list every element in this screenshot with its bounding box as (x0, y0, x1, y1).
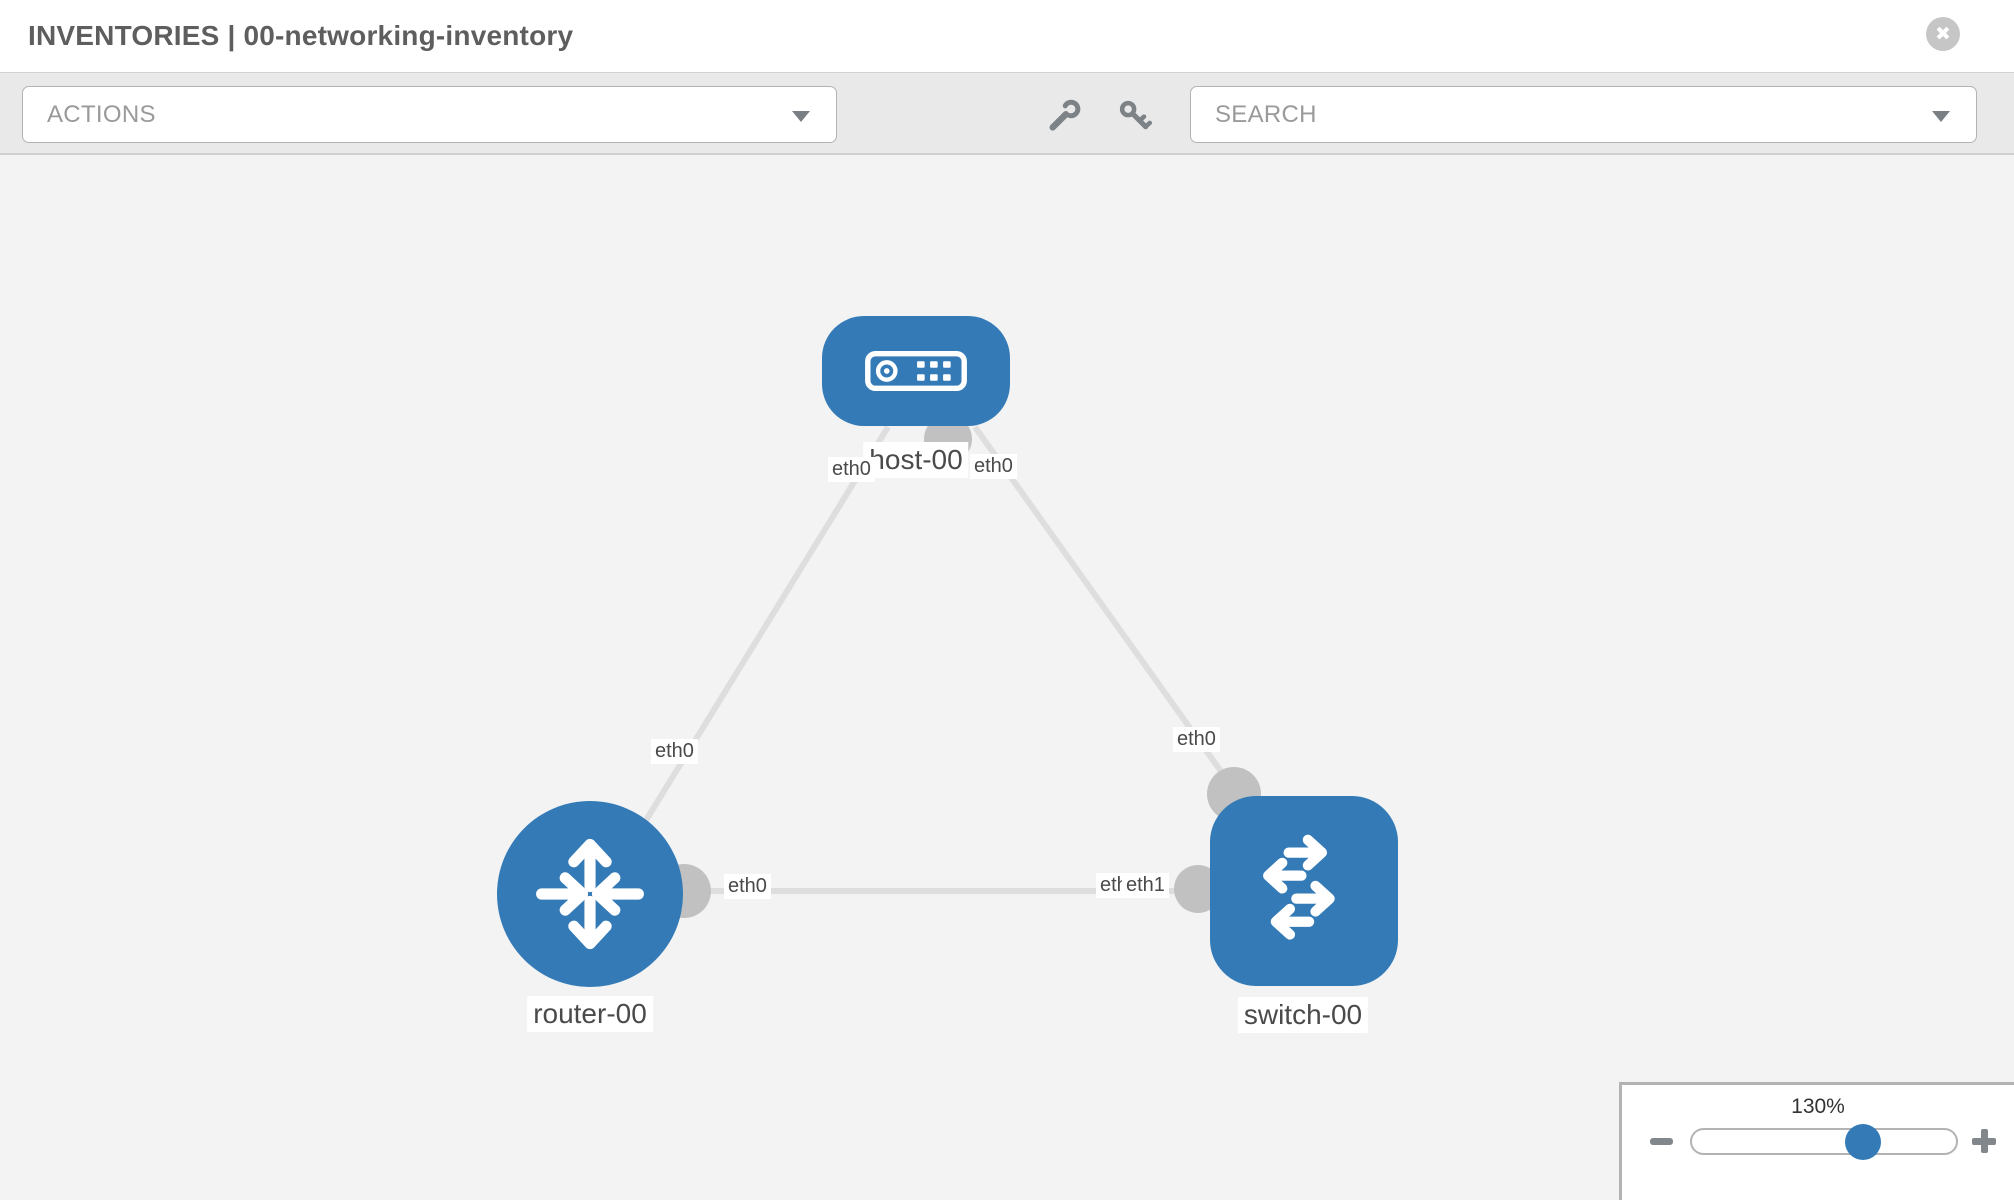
zoom-slider-thumb[interactable] (1845, 1124, 1881, 1160)
zoom-control-panel: 130% (1619, 1082, 2014, 1200)
toolbar: ACTIONS SEARCH (0, 72, 2014, 155)
header-bar: INVENTORIES | 00-networking-inventory ✖ (0, 0, 2014, 71)
chevron-down-icon (792, 111, 810, 122)
zoom-level-value: 130% (1791, 1095, 1845, 1118)
node-label-host-00: host-00 (863, 442, 969, 478)
node-label-switch-00: switch-00 (1237, 997, 1369, 1033)
zoom-out-minus-icon[interactable] (1650, 1138, 1673, 1145)
search-dropdown-label: SEARCH (1215, 100, 1317, 128)
actions-dropdown-label: ACTIONS (47, 100, 156, 128)
search-dropdown[interactable]: SEARCH (1190, 86, 1977, 143)
page-title: INVENTORIES | 00-networking-inventory (28, 20, 574, 51)
zoom-slider-track[interactable] (1690, 1128, 1958, 1155)
node-router-00[interactable] (497, 801, 683, 987)
node-host-00[interactable] (822, 316, 1010, 426)
iface-label-router-eth0: eth0 (724, 874, 771, 899)
wrench-icon[interactable] (1046, 97, 1084, 135)
close-icon: ✖ (1935, 23, 1951, 45)
router-icon (536, 838, 644, 950)
close-button[interactable]: ✖ (1926, 17, 1960, 51)
actions-dropdown[interactable]: ACTIONS (22, 86, 837, 143)
topology-canvas[interactable]: host-00 router-00 switch-00 eth0 eth0 et… (0, 155, 2014, 1200)
iface-label-router-eth0-top: eth0 (651, 739, 698, 764)
switch-icon (1263, 834, 1335, 940)
iface-label-host-eth0-left: eth0 (828, 457, 875, 482)
node-label-router-00: router-00 (527, 996, 653, 1032)
key-icon[interactable] (1116, 97, 1154, 135)
iface-label-switch-eth0-top: eth0 (1173, 727, 1220, 752)
link-host-router[interactable] (597, 425, 891, 897)
host-icon (865, 350, 967, 392)
zoom-in-plus-icon[interactable] (1972, 1129, 1996, 1153)
iface-label-host-eth0-right: eth0 (970, 454, 1017, 479)
node-switch-00[interactable] (1210, 796, 1398, 986)
chevron-down-icon (1932, 111, 1950, 122)
iface-label-switch-eth1: eth1 (1122, 873, 1169, 898)
links-layer (590, 415, 1310, 918)
